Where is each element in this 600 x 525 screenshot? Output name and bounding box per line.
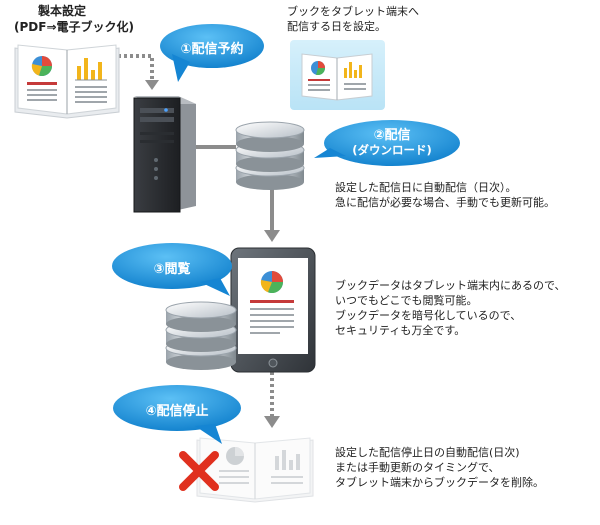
browse-description-line-4: セキュリティも万全です。 <box>335 324 466 337</box>
tablet-icon <box>230 247 316 373</box>
open-book-icon <box>14 44 120 119</box>
stop-description-line-3: タブレット端末からブックデータを削除。 <box>335 476 544 489</box>
schedule-description-line-1: ブックをタブレット端末へ <box>287 5 419 18</box>
step-1-label: ①配信予約 <box>180 42 244 57</box>
connectors <box>118 54 280 428</box>
step-3-label: ③閲覧 <box>153 262 191 277</box>
browse-description-line-3: ブックデータを暗号化しているので、 <box>335 309 522 322</box>
bubble-step-1 <box>160 24 264 82</box>
schedule-description-line-2: 配信する日を設定。 <box>287 20 386 33</box>
dotted-arrow-book-to-server <box>118 54 154 82</box>
deleted-book-icon <box>196 437 314 503</box>
browse-description-line-2: いつでもどこでも閲覧可能。 <box>335 294 478 307</box>
book-preview-card <box>290 40 385 110</box>
database-icon <box>235 121 305 190</box>
stop-description-line-1: 設定した配信停止日の自動配信(日次) <box>335 446 520 459</box>
arrowhead-down-icon <box>264 230 280 242</box>
cross-mark-icon <box>179 451 219 491</box>
server-icon <box>133 96 196 213</box>
database-icon <box>165 301 237 370</box>
bubble-step-4 <box>113 385 241 444</box>
stop-description-line-2: または手動更新のタイミングで、 <box>335 461 500 474</box>
step-2-label: ②配信 <box>373 128 411 143</box>
bubble-step-2 <box>314 120 460 166</box>
bubble-step-3 <box>112 243 232 296</box>
arrowhead-down-icon <box>264 416 280 428</box>
book-settings-title: 製本設定 <box>38 4 87 18</box>
deliver-description-line-2: 急に配信が必要な場合、手動でも更新可能。 <box>335 196 555 209</box>
browse-description-line-1: ブックデータはタブレット端末内にあるので、 <box>335 279 566 292</box>
arrowhead-down-icon <box>145 80 159 90</box>
step-2-sublabel: (ダウンロード) <box>352 143 432 157</box>
step-4-label: ④配信停止 <box>145 404 209 419</box>
deliver-description-line-1: 設定した配信日に自動配信（日次）。 <box>335 181 517 194</box>
book-settings-subtitle: (PDF⇒電子ブック化) <box>14 20 134 34</box>
